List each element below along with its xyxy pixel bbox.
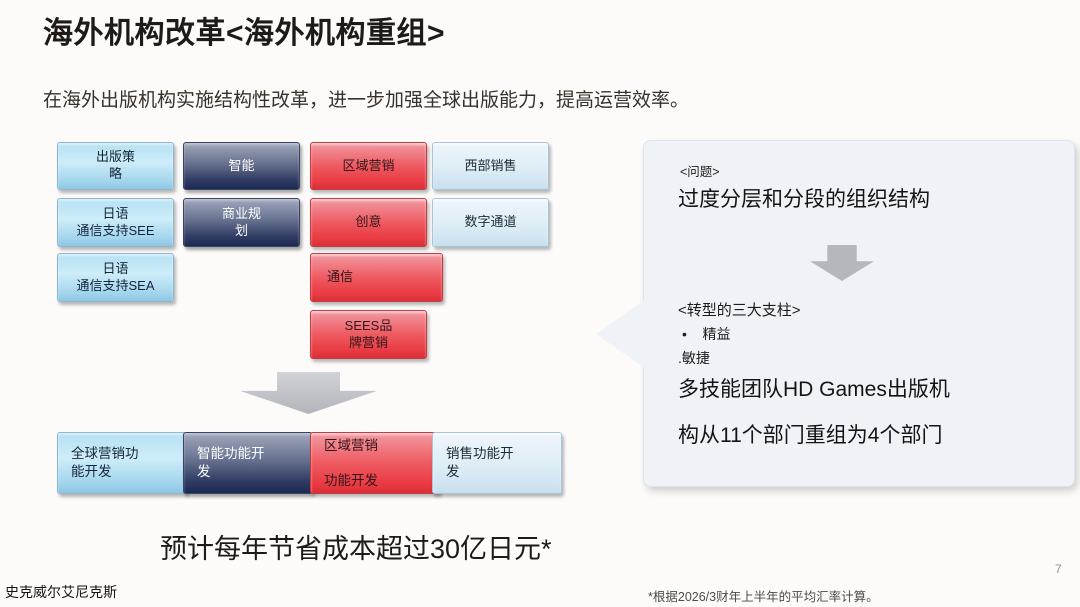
- org-box-publishing-strategy: 出版策 略: [57, 142, 174, 190]
- org-box-regional-marketing: 区域营销: [310, 142, 427, 190]
- org-box-digital-channel: 数字通道: [432, 198, 549, 247]
- org-box-biz-planning: 商业规 划: [183, 198, 300, 247]
- callout-pillar-agile: .敏捷: [678, 350, 710, 366]
- org-box-sees-brand-marketing: SEES品 牌营销: [310, 310, 427, 359]
- page-number: 7: [1055, 562, 1062, 576]
- org-box-intelligence-dev: 智能功能开 发: [183, 432, 313, 494]
- savings-statement: 预计每年节省成本超过30亿日元*: [160, 534, 552, 564]
- callout-problem-tag: <问题>: [680, 165, 720, 179]
- callout-pillar-lean: • 精益: [682, 326, 731, 342]
- org-box-regional-marketing-dev: 区域营销 功能开发: [310, 432, 440, 494]
- org-box-communications: 通信: [310, 253, 443, 302]
- org-box-global-marketing-dev: 全球营销功 能开发: [57, 432, 187, 494]
- slide-subtitle: 在海外出版机构实施结构性改革，进一步加强全球出版能力，提高运营效率。: [43, 90, 690, 111]
- org-box-creative: 创意: [310, 198, 427, 247]
- down-arrow-icon: [810, 245, 874, 281]
- org-box-jp-comm-sea: 日语 通信支持SEA: [57, 253, 174, 302]
- org-box-jp-comm-see: 日语 通信支持SEE: [57, 198, 174, 247]
- callout-bubble: <问题> 过度分层和分段的组织结构 <转型的三大支柱> • 精益 .敏捷 多技能…: [596, 140, 1075, 487]
- callout-conclusion-line2: 构从11个部门重组为4个部门: [678, 424, 943, 447]
- callout-tail-icon: [596, 299, 646, 369]
- org-box-intelligence: 智能: [183, 142, 300, 190]
- org-box-western-sales: 西部销售: [432, 142, 549, 190]
- slide-title: 海外机构改革<海外机构重组>: [43, 17, 446, 50]
- org-box-sales-dev: 销售功能开 发: [432, 432, 562, 494]
- footnote: *根据2026/3财年上半年的平均汇率计算。: [648, 590, 879, 604]
- callout-pillars-tag: <转型的三大支柱>: [678, 302, 801, 319]
- footer-company-name: 史克威尔艾尼克斯: [5, 584, 117, 600]
- callout-problem-text: 过度分层和分段的组织结构: [678, 188, 930, 211]
- down-arrow-icon: [240, 372, 377, 414]
- callout-conclusion-line1: 多技能团队HD Games出版机: [678, 378, 950, 401]
